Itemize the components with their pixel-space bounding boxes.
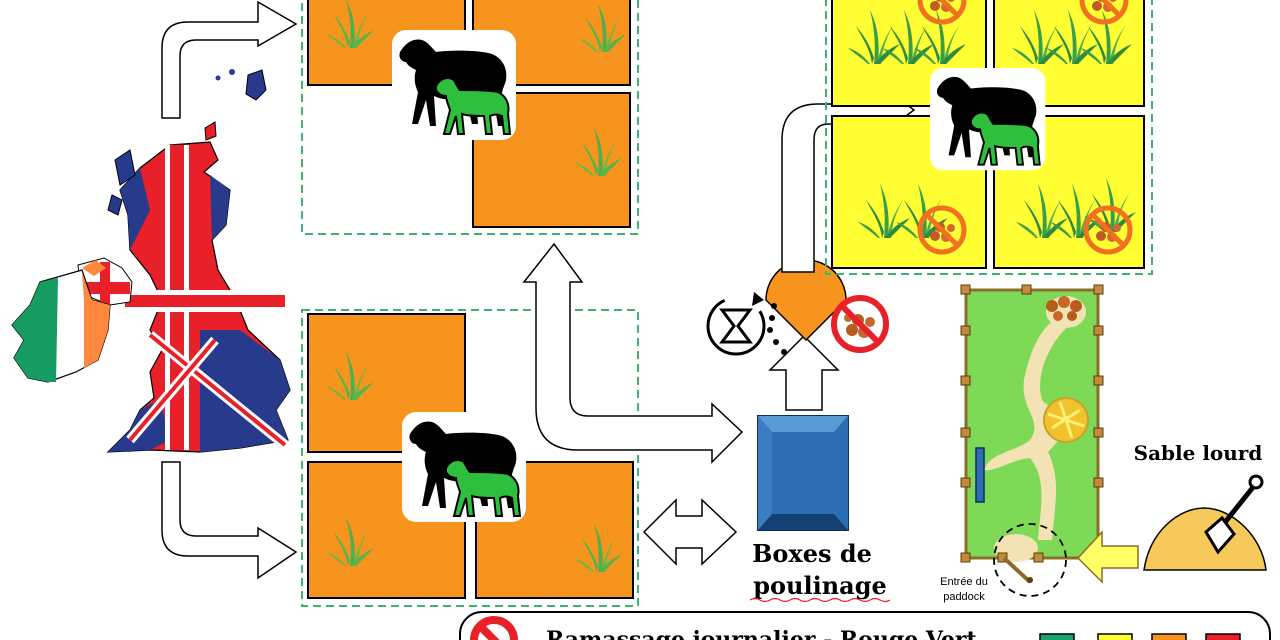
double-arrow-icon xyxy=(642,498,738,566)
horse-mare-foal-icon xyxy=(401,411,527,523)
arrow-map-to-top-fields xyxy=(161,0,298,119)
no-manure-icon xyxy=(834,298,886,350)
foaling-box-icon xyxy=(757,415,849,531)
foaling-boxes-label-line1: Boxes de xyxy=(752,539,872,568)
paddock-map xyxy=(960,284,1104,597)
heavy-sand-label: Sable lourd xyxy=(1134,441,1263,465)
spellcheck-underline xyxy=(749,597,891,603)
arrow-to-top-group-and-boxes xyxy=(522,242,744,464)
horse-mare-foal-icon xyxy=(391,29,517,141)
paddock-entrance-label-line1: Entrée du xyxy=(940,576,988,588)
sand-pile-shovel-icon xyxy=(1143,474,1267,571)
legend-swatch xyxy=(1097,633,1133,640)
bottom-field-group xyxy=(301,309,639,607)
legend-swatch xyxy=(1151,633,1187,640)
top-field-group xyxy=(301,0,639,235)
legend-swatch xyxy=(1039,633,1075,640)
field-orange xyxy=(475,461,634,599)
foaling-boxes-label-line2: poulinage xyxy=(753,571,887,600)
legend-text: Ramassage journalier - Rouge Vert xyxy=(546,627,977,640)
arrow-sand-to-entrance xyxy=(1076,530,1139,584)
arrow-box-to-paddock-rotation xyxy=(768,334,840,411)
legend-panel: Ramassage journalier - Rouge Vert xyxy=(459,611,1271,640)
uk-ireland-flag-map-icon xyxy=(11,69,291,453)
arrow-map-to-bottom-fields xyxy=(161,461,298,580)
legend-swatch xyxy=(1205,633,1241,640)
no-sign-icon xyxy=(470,616,518,640)
yellow-field-group xyxy=(825,0,1153,275)
paddock-entrance-label-line2: paddock xyxy=(943,591,985,603)
field-orange xyxy=(307,461,466,599)
horse-mare-foal-icon xyxy=(929,67,1047,172)
